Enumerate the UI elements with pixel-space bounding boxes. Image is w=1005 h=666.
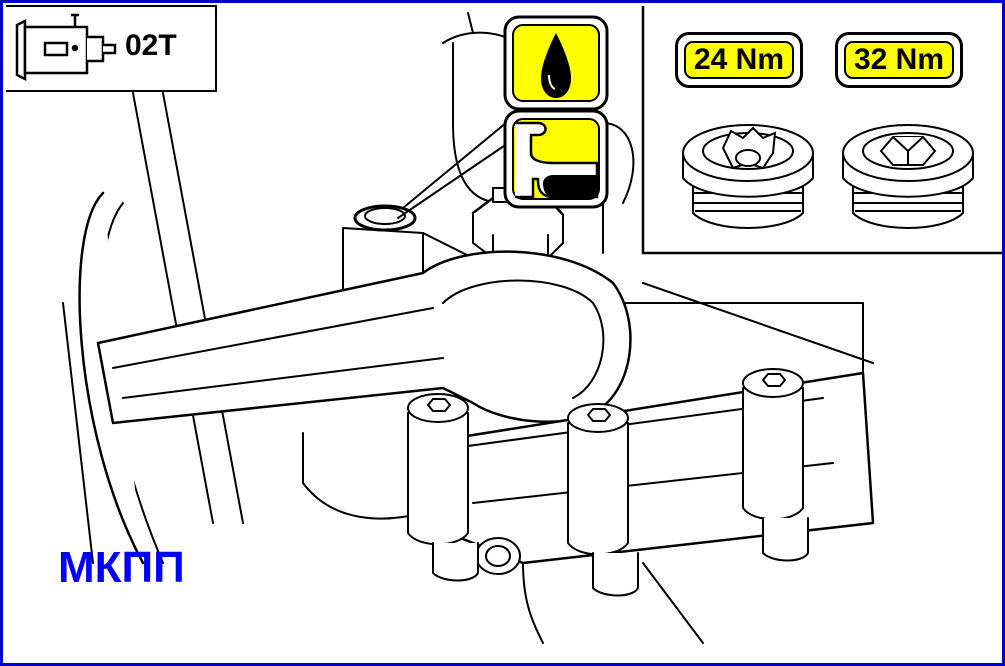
inset-panel	[641, 6, 1002, 255]
fill-level-icon	[503, 109, 609, 209]
torque-spec-hex: 32 Nm	[835, 32, 963, 88]
oil-drop-icon	[503, 15, 609, 111]
gearbox-icon	[15, 13, 117, 82]
torque-spec-torx: 24 Nm	[675, 32, 803, 88]
torx-plug-icon	[682, 124, 814, 229]
torque-spec-hex-value: 32 Nm	[844, 41, 954, 79]
leader-lines	[397, 112, 524, 219]
hex-plug-icon	[842, 124, 974, 229]
torque-spec-torx-value: 24 Nm	[684, 41, 794, 79]
diagram-art	[6, 5, 1002, 644]
lever-arm	[96, 250, 632, 425]
gearbox-code-label: 02T	[125, 29, 177, 62]
socket-bolts	[407, 368, 809, 597]
transmission-caption: МКПП	[58, 543, 185, 592]
